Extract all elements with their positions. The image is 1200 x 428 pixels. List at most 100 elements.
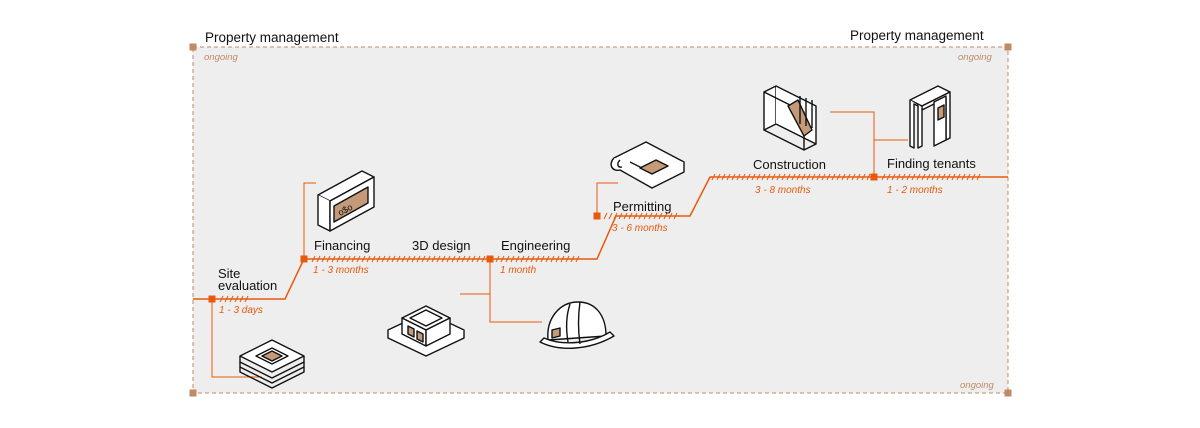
hatch-tick (663, 212, 668, 220)
connector-site (211, 299, 262, 378)
money-icon: o$o (317, 170, 375, 232)
hatch-tick (916, 173, 921, 181)
ongoing-frame (192, 46, 1009, 394)
hatch-tick (721, 173, 726, 181)
hatch-tick (426, 255, 431, 263)
hatch-tick (495, 255, 500, 263)
stage-duration-finding-tenants: 1 - 2 months (887, 185, 943, 196)
ongoing-top-right: ongoing (958, 52, 992, 63)
hatch-tick (761, 173, 766, 181)
ongoing-top-left: ongoing (204, 52, 238, 63)
hatch-tick (633, 212, 638, 220)
hatch-tick (510, 255, 515, 263)
hatch-tick (326, 255, 331, 263)
hatch-tick (376, 255, 381, 263)
hatch-tick (371, 255, 376, 263)
hatch-tick (856, 173, 861, 181)
hatch-tick (816, 173, 821, 181)
hatch-tick (751, 173, 756, 181)
hard-hat-icon (539, 301, 615, 349)
hatch-tick (608, 212, 613, 220)
duration-hatches (219, 173, 981, 303)
hatch-tick (565, 255, 570, 263)
stage-label-3d-design: 3D design (412, 238, 471, 253)
hatch-tick (711, 173, 716, 181)
hatch-tick (673, 212, 678, 220)
stage-duration-permitting: 3 - 6 months (612, 223, 668, 234)
hatch-tick (555, 255, 560, 263)
hatch-tick (801, 173, 806, 181)
hatch-tick (746, 173, 751, 181)
hatch-tick (391, 255, 396, 263)
connector-permitting (596, 182, 618, 216)
hatch-tick (234, 295, 239, 303)
hatch-tick (436, 255, 441, 263)
hatch-tick (658, 212, 663, 220)
hatch-tick (356, 255, 361, 263)
hatch-tick (515, 255, 520, 263)
timeline-path (193, 176, 1008, 300)
hatch-tick (411, 255, 416, 263)
hatch-tick (736, 173, 741, 181)
hatch-tick (921, 173, 926, 181)
ongoing-bottom-right: ongoing (960, 380, 994, 391)
hatch-tick (351, 255, 356, 263)
stage-duration-site: 1 - 3 days (219, 305, 263, 316)
milestone-engineering (486, 255, 494, 263)
hatch-tick (896, 173, 901, 181)
header-right-title: Property management (850, 28, 984, 43)
hatch-tick (796, 173, 801, 181)
hatch-tick (466, 255, 471, 263)
connector-financing (303, 182, 316, 259)
hatch-tick (648, 212, 653, 220)
hatch-tick (786, 173, 791, 181)
hatch-tick (316, 255, 321, 263)
hatch-tick (336, 255, 341, 263)
hatch-tick (901, 173, 906, 181)
hatch-tick (481, 255, 486, 263)
hatch-tick (638, 212, 643, 220)
hatch-tick (540, 255, 545, 263)
hatch-tick (861, 173, 866, 181)
hatch-tick (756, 173, 761, 181)
connector-engineering (489, 294, 542, 323)
construction-wall-icon (763, 85, 817, 151)
hatch-tick (956, 173, 961, 181)
hatch-tick (841, 173, 846, 181)
hatch-tick (396, 255, 401, 263)
stage-label-site-line2: evaluation (218, 278, 278, 293)
hatch-tick (826, 173, 831, 181)
hatch-tick (781, 173, 786, 181)
hatch-tick (545, 255, 550, 263)
hatch-tick (961, 173, 966, 181)
hatch-tick (886, 173, 891, 181)
hatch-tick (441, 255, 446, 263)
hatch-tick (836, 173, 841, 181)
hatch-tick (911, 173, 916, 181)
hatch-tick (321, 255, 326, 263)
hatch-tick (628, 212, 633, 220)
hatch-tick (456, 255, 461, 263)
hatch-tick (766, 173, 771, 181)
blueprint-icon (610, 141, 685, 189)
hatch-tick (530, 255, 535, 263)
hatch-tick (851, 173, 856, 181)
hatch-tick (520, 255, 525, 263)
hatch-tick (951, 173, 956, 181)
hatch-tick (431, 255, 436, 263)
hatch-tick (416, 255, 421, 263)
hatch-tick (776, 173, 781, 181)
frame-corner-top-right (1004, 43, 1012, 51)
hatch-tick (570, 255, 575, 263)
hatch-tick (603, 212, 608, 220)
stage-duration-financing: 1 - 3 months (313, 265, 369, 276)
hatch-tick (936, 173, 941, 181)
hatch-tick (331, 255, 336, 263)
milestone-site-evaluation (208, 295, 216, 303)
3d-building-icon (387, 305, 465, 357)
hatch-tick (946, 173, 951, 181)
hatch-tick (821, 173, 826, 181)
hatch-tick (716, 173, 721, 181)
hatch-tick (219, 295, 224, 303)
header-left-title: Property management (205, 30, 339, 45)
